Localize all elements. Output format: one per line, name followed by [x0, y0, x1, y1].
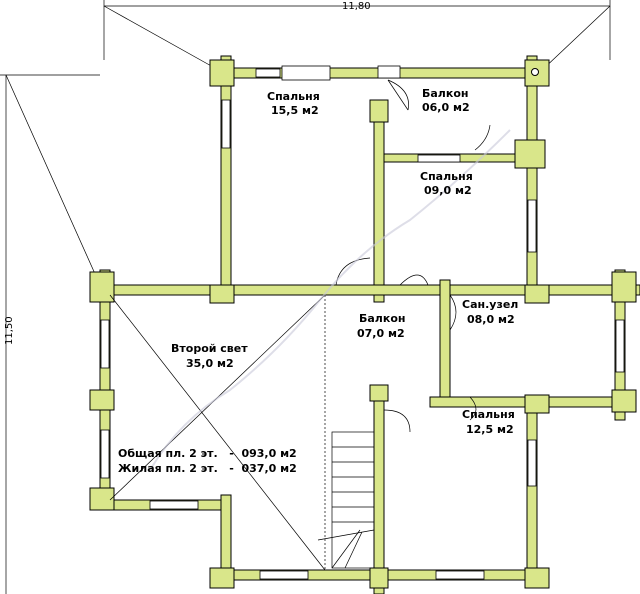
svg-text:Второй свет: Второй свет	[171, 342, 248, 355]
svg-text:07,0 м2: 07,0 м2	[357, 327, 405, 340]
total-area: Общая пл. 2 эт. - 093,0 м2	[118, 447, 297, 460]
svg-text:Сан.узел: Сан.узел	[462, 298, 518, 311]
svg-text:09,0 м2: 09,0 м2	[424, 184, 472, 197]
svg-text:Балкон: Балкон	[359, 312, 406, 325]
windows	[100, 65, 625, 580]
staircase	[317, 431, 375, 569]
height-dimension: 11,50	[4, 316, 15, 345]
room-bedroom-3: Спальня 12,5 м2	[462, 408, 515, 436]
svg-text:12,5 м2: 12,5 м2	[466, 423, 514, 436]
room-balcony-2: Балкон 07,0 м2	[357, 312, 406, 340]
watermark	[149, 129, 511, 471]
svg-text:Спальня: Спальня	[267, 90, 320, 103]
svg-text:Спальня: Спальня	[420, 170, 473, 183]
svg-text:35,0 м2: 35,0 м2	[186, 357, 234, 370]
width-dimension: 11,80	[342, 1, 371, 12]
walls	[89, 55, 640, 594]
living-area: Жилая пл. 2 эт. - 037,0 м2	[118, 462, 297, 475]
svg-text:Спальня: Спальня	[462, 408, 515, 421]
room-bedroom-2: Спальня 09,0 м2	[420, 170, 473, 197]
svg-text:08,0 м2: 08,0 м2	[467, 313, 515, 326]
doors	[335, 79, 491, 433]
svg-text:06,0 м2: 06,0 м2	[422, 101, 470, 114]
room-bedroom-1: Спальня 15,5 м2	[267, 90, 320, 117]
second-light-cross	[109, 294, 326, 571]
dimension-lines	[0, 0, 611, 594]
svg-text:Балкон: Балкон	[422, 87, 469, 100]
room-second-light: Второй свет 35,0 м2	[171, 342, 248, 370]
room-balcony-1: Балкон 06,0 м2	[422, 87, 470, 114]
svg-text:15,5 м2: 15,5 м2	[271, 104, 319, 117]
flue-marker	[531, 68, 539, 76]
room-bathroom: Сан.узел 08,0 м2	[462, 298, 518, 326]
